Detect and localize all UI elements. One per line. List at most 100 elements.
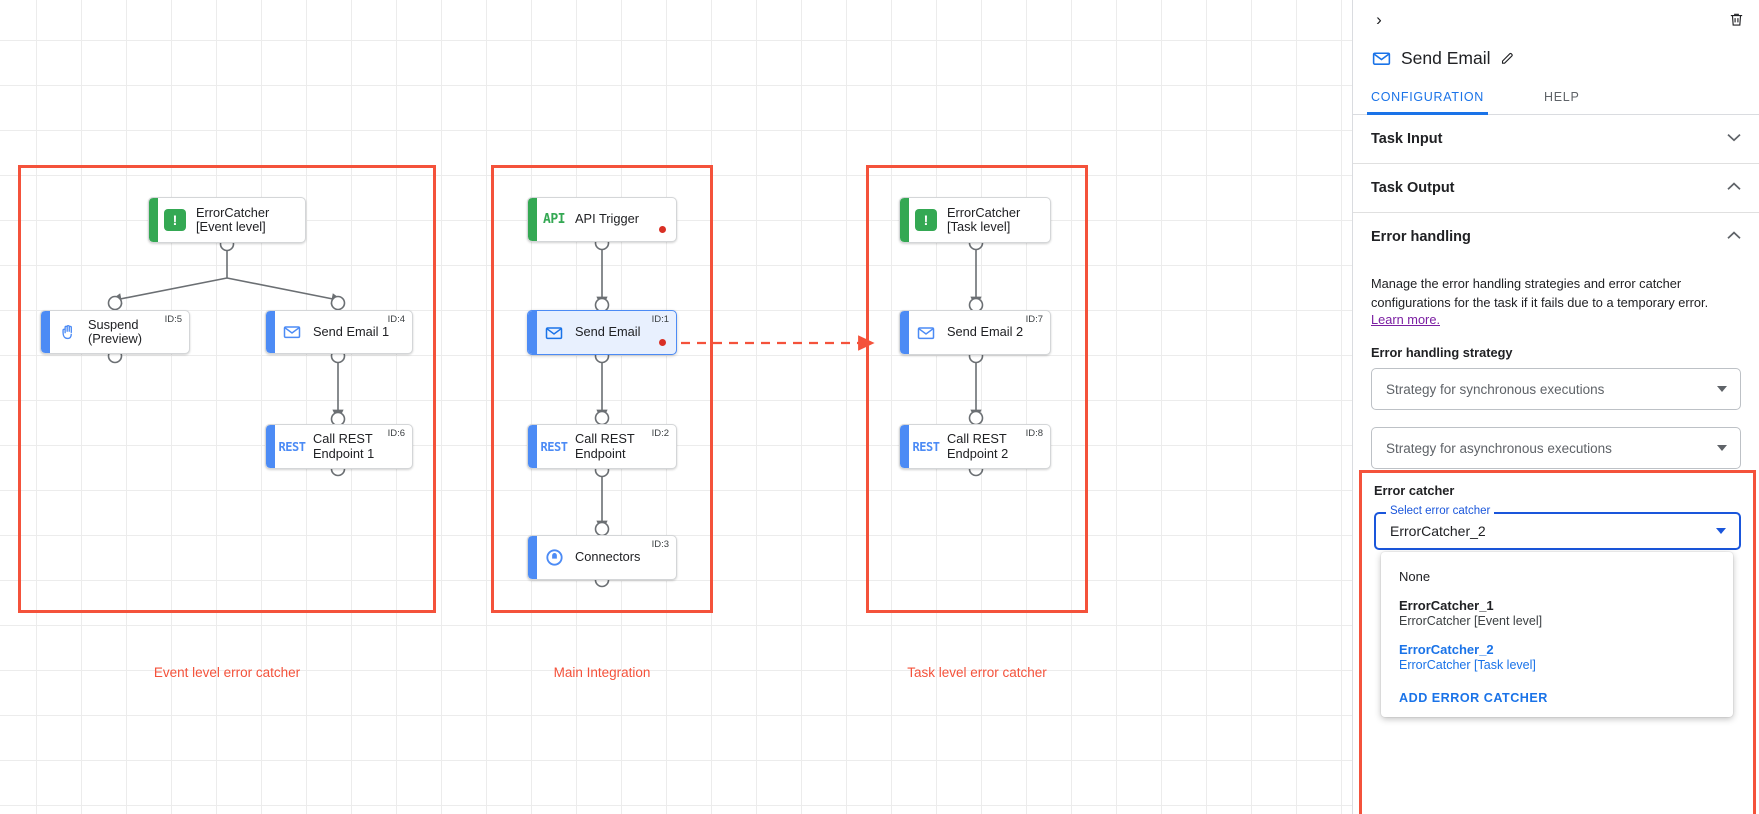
section-label: Task Input: [1371, 131, 1443, 147]
workflow-canvas[interactable]: Event level error catcher Main Integrati…: [0, 0, 1352, 814]
node-connectors[interactable]: Connectors ID:3: [527, 535, 677, 580]
chevron-down-icon: [1727, 133, 1741, 145]
chevron-down-icon: [1717, 445, 1727, 452]
panel-title-row: Send Email: [1353, 40, 1759, 76]
group-caption-task-level: Task level error catcher: [907, 665, 1047, 680]
node-errorcatcher-task-level[interactable]: ! ErrorCatcher [Task level]: [899, 197, 1051, 243]
async-strategy-select[interactable]: Strategy for asynchronous executions: [1371, 427, 1741, 470]
node-title: Send Email: [575, 324, 641, 340]
node-id-tag: ID:6: [387, 428, 405, 439]
error-indicator-dot: [659, 226, 666, 233]
error-catcher-label: Error catcher: [1374, 483, 1455, 498]
node-api-trigger[interactable]: API API Trigger: [527, 197, 677, 242]
connectors-icon: [537, 547, 571, 568]
node-send-email-1[interactable]: Send Email 1 ID:4: [265, 310, 413, 354]
option-none[interactable]: None: [1381, 562, 1733, 591]
email-icon: [275, 322, 309, 342]
panel-tabs: CONFIGURATION HELP: [1353, 90, 1759, 115]
error-handling-strategy-label: Error handling strategy: [1371, 345, 1513, 361]
email-icon: [537, 323, 571, 343]
section-error-handling[interactable]: Error handling: [1353, 213, 1759, 261]
page-title: Send Email: [1401, 47, 1491, 68]
group-task-level-error-catcher: [866, 165, 1088, 613]
section-label: Error handling: [1371, 229, 1471, 245]
node-suspend-preview[interactable]: Suspend (Preview) ID:5: [40, 310, 190, 354]
node-title: ErrorCatcher [Event level]: [196, 204, 270, 234]
panel-header: ›: [1353, 0, 1759, 40]
chevron-up-icon: [1727, 182, 1741, 194]
option-label: None: [1399, 569, 1431, 584]
node-id-tag: ID:7: [1025, 314, 1043, 325]
group-event-level-error-catcher: [18, 165, 436, 613]
node-title: Call REST Endpoint 1: [313, 431, 375, 461]
node-errorcatcher-event-level[interactable]: ! ErrorCatcher [Event level]: [148, 197, 306, 243]
node-title: ErrorCatcher [Task level]: [947, 204, 1021, 234]
node-accent-bar: [528, 425, 537, 468]
error-handling-description: Manage the error handling strategies and…: [1371, 276, 1709, 310]
option-errorcatcher-2[interactable]: ErrorCatcher_2 ErrorCatcher [Task level]: [1381, 635, 1733, 679]
chevron-down-icon: [1717, 386, 1727, 393]
learn-more-link[interactable]: Learn more.: [1371, 312, 1440, 328]
pencil-icon[interactable]: [1500, 51, 1515, 66]
group-caption-event-level: Event level error catcher: [153, 665, 301, 680]
email-icon: [909, 323, 943, 343]
group-main-integration: [491, 165, 713, 613]
node-title: API Trigger: [575, 211, 640, 227]
section-task-input[interactable]: Task Input: [1353, 115, 1759, 164]
node-title: Send Email 2: [947, 324, 1024, 340]
node-accent-bar: [900, 311, 909, 354]
error-catcher-icon: !: [158, 209, 192, 231]
node-accent-bar: [528, 311, 537, 354]
node-accent-bar: [528, 536, 537, 579]
hand-icon: [50, 323, 84, 342]
node-accent-bar: [528, 198, 537, 241]
node-id-tag: ID:2: [651, 428, 669, 439]
node-call-rest-endpoint[interactable]: REST Call REST Endpoint ID:2: [527, 424, 677, 469]
tab-help[interactable]: HELP: [1544, 90, 1580, 104]
node-send-email[interactable]: Send Email ID:1: [527, 310, 677, 355]
section-task-output[interactable]: Task Output: [1353, 164, 1759, 213]
error-handling-body: Manage the error handling strategies and…: [1353, 261, 1759, 470]
node-accent-bar: [900, 425, 909, 468]
node-accent-bar: [266, 311, 275, 353]
rest-icon: REST: [278, 439, 306, 454]
api-icon: API: [543, 212, 565, 227]
sync-strategy-select[interactable]: Strategy for synchronous executions: [1371, 368, 1741, 411]
error-catcher-highlight-region: Error catcher Select error catcher Error…: [1359, 470, 1756, 814]
trash-icon[interactable]: [1723, 6, 1749, 32]
select-error-catcher-float-label: Select error catcher: [1386, 505, 1495, 517]
sync-strategy-value: Strategy for synchronous executions: [1386, 381, 1605, 397]
section-label: Task Output: [1371, 180, 1455, 196]
rest-icon: REST: [540, 439, 568, 454]
node-call-rest-endpoint-1[interactable]: REST Call REST Endpoint 1 ID:6: [265, 424, 413, 469]
select-error-catcher-dropdown[interactable]: Select error catcher ErrorCatcher_2: [1374, 505, 1741, 550]
option-label: ErrorCatcher_2: [1399, 642, 1494, 657]
email-icon: [1371, 48, 1392, 69]
error-catcher-options-menu: None ErrorCatcher_1 ErrorCatcher [Event …: [1381, 552, 1733, 717]
node-id-tag: ID:8: [1025, 428, 1043, 439]
node-accent-bar: [41, 311, 50, 353]
node-accent-bar: [900, 198, 909, 242]
node-send-email-2[interactable]: Send Email 2 ID:7: [899, 310, 1051, 355]
node-id-tag: ID:3: [651, 539, 669, 550]
option-errorcatcher-1[interactable]: ErrorCatcher_1 ErrorCatcher [Event level…: [1381, 591, 1733, 635]
tab-configuration[interactable]: CONFIGURATION: [1366, 90, 1500, 115]
select-error-catcher-value: ErrorCatcher_2: [1390, 523, 1486, 539]
node-accent-bar: [149, 198, 158, 242]
node-id-tag: ID:4: [387, 314, 405, 325]
node-call-rest-endpoint-2[interactable]: REST Call REST Endpoint 2 ID:8: [899, 424, 1051, 469]
chevron-right-icon[interactable]: ›: [1376, 10, 1382, 29]
option-sublabel: ErrorCatcher [Event level]: [1399, 614, 1543, 628]
rest-icon: REST: [912, 439, 940, 454]
option-sublabel: ErrorCatcher [Task level]: [1399, 658, 1536, 672]
node-title: Send Email 1: [313, 323, 390, 339]
task-configuration-panel: › Send Email CONFIGURATION: [1352, 0, 1759, 814]
error-catcher-icon: !: [909, 209, 943, 231]
option-label: ErrorCatcher_1: [1399, 598, 1494, 613]
async-strategy-value: Strategy for asynchronous executions: [1386, 440, 1612, 456]
group-caption-main-integration: Main Integration: [553, 665, 651, 680]
chevron-down-icon: [1716, 528, 1726, 534]
node-id-tag: ID:1: [651, 314, 669, 325]
add-error-catcher-button[interactable]: ADD ERROR CATCHER: [1399, 691, 1548, 705]
node-title: Call REST Endpoint: [575, 431, 635, 461]
